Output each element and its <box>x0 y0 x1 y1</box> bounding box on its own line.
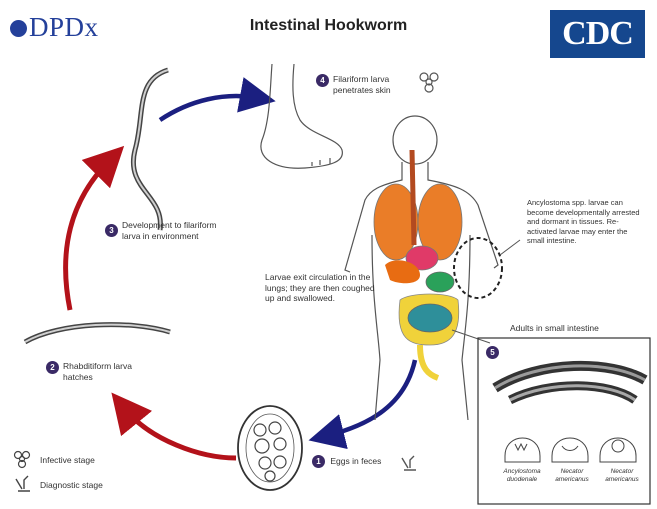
stage-3-text: Development to filariform larva in envir… <box>122 220 227 241</box>
species-label-3: Necator americanus <box>594 468 650 484</box>
stage-5-text: Adults in small intestine <box>510 323 599 333</box>
arrow-2-to-3 <box>66 160 110 310</box>
egg-drawing <box>238 406 302 490</box>
stage-5-badge-wrap: 5 <box>486 344 499 362</box>
adult-worms <box>495 366 645 400</box>
legend-microscope-icon <box>16 476 30 491</box>
stage-5-badge: 5 <box>486 346 499 359</box>
rhabditiform-larva <box>25 325 170 342</box>
stage-1-text: Eggs in feces <box>330 456 381 466</box>
stage-3-label: 3 Development to filariform larva in env… <box>105 220 235 241</box>
legend-infective: Infective stage <box>40 455 95 466</box>
species-label-1: Ancylostoma duodenale <box>494 468 550 484</box>
note-ancylostoma: Ancylostoma spp. larvae can become devel… <box>527 198 647 246</box>
stage-1-label: 1 Eggs in feces <box>312 455 381 468</box>
stage-2-text: Rhabditiform larva hatches <box>63 361 138 382</box>
stage-4-label: 4 Filariform larva penetrates skin <box>316 74 426 95</box>
filariform-larva <box>133 70 168 230</box>
arrow-body-to-1 <box>326 360 415 436</box>
note-circulation: Larvae exit circulation in the lungs; th… <box>265 272 375 304</box>
arrow-1-to-2 <box>124 408 236 458</box>
stage-5-label: Adults in small intestine <box>510 323 599 334</box>
arrow-3-to-4 <box>160 96 258 120</box>
buccal-capsules <box>505 438 636 462</box>
stage-1-badge: 1 <box>312 455 325 468</box>
microscope-icon <box>402 456 416 470</box>
legend-diagnostic: Diagnostic stage <box>40 480 103 491</box>
stage-3-badge: 3 <box>105 224 118 237</box>
stage-2-label: 2 Rhabditiform larva hatches <box>46 361 176 382</box>
species-label-2: Necator americanus <box>544 468 600 484</box>
stage-4-text: Filariform larva penetrates skin <box>333 74 405 95</box>
stage-4-badge: 4 <box>316 74 329 87</box>
legend-biohazard-icon <box>15 452 30 468</box>
stage-2-badge: 2 <box>46 361 59 374</box>
